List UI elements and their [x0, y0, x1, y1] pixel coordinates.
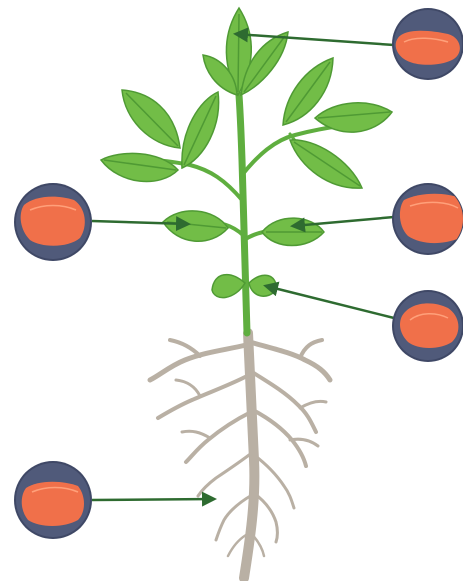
leaf-right-c — [290, 140, 362, 188]
leaf-upper-left-b — [182, 92, 219, 168]
sample-middle-left — [14, 183, 92, 261]
lateral-root — [158, 375, 249, 418]
sample-middle-right — [392, 183, 463, 255]
sample-bottom-left — [14, 461, 92, 539]
lateral-root — [182, 431, 210, 438]
lateral-root — [252, 372, 316, 432]
root-system — [150, 333, 330, 578]
arrow-shoot-tip — [236, 34, 394, 45]
lateral-root — [150, 345, 246, 380]
lateral-root — [186, 412, 251, 462]
bacterial-colony-petri-icon — [400, 194, 463, 243]
arrow-root — [92, 499, 214, 500]
main-stem — [239, 95, 247, 333]
sample-lower-right — [392, 290, 463, 362]
leaf-left-c — [101, 153, 178, 181]
leaf-base-left — [212, 275, 245, 298]
lateral-root — [170, 340, 200, 356]
bacterial-colony-petri-icon — [400, 303, 458, 348]
arrow-stem-base — [266, 286, 394, 318]
lateral-root — [198, 452, 253, 496]
leaf-base-right — [249, 275, 276, 296]
leaf-mid-right — [262, 218, 324, 245]
bacterial-colony-petri-icon — [21, 197, 85, 246]
lateral-root — [250, 342, 330, 380]
bacterial-colony-petri-icon — [396, 31, 460, 65]
lateral-root — [300, 340, 322, 358]
leaf-upper-left-a — [122, 90, 180, 148]
sample-top-right — [392, 8, 463, 80]
lateral-root — [300, 401, 326, 408]
bacterial-colony-petri-icon — [22, 482, 84, 526]
leaf-mid-left — [163, 211, 228, 241]
lateral-root — [176, 380, 200, 396]
